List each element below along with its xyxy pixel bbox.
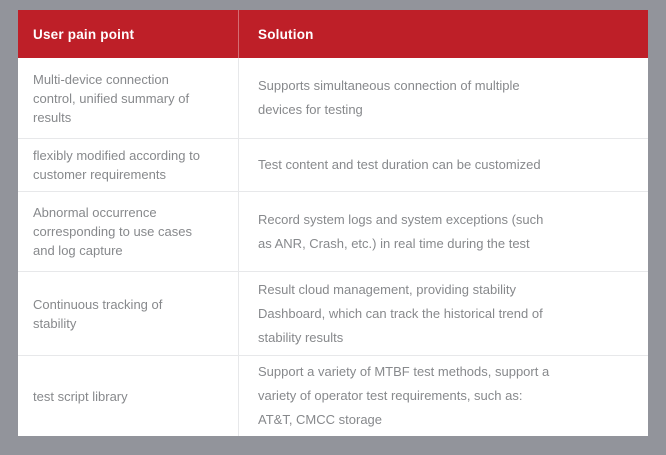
pain-point-cell: Abnormal occurrence corresponding to use… [18,192,239,271]
table-row: Abnormal occurrence corresponding to use… [18,192,648,272]
table-row: flexibly modified according to customer … [18,139,648,192]
pain-point-cell: flexibly modified according to customer … [18,139,239,191]
feature-table: User pain point Solution Multi-device co… [18,10,648,436]
table-row: test script library Support a variety of… [18,356,648,436]
pain-point-cell: test script library [18,356,239,436]
header-user-pain-point: User pain point [18,10,239,58]
solution-cell: Result cloud management, providing stabi… [258,281,543,345]
table-row: Multi-device connection control, unified… [18,58,648,139]
solution-cell: Record system logs and system exceptions… [258,211,544,251]
pain-point-cell: Multi-device connection control, unified… [18,58,239,138]
solution-cell: Test content and test duration can be cu… [258,157,541,172]
solution-cell: Supports simultaneous connection of mult… [258,78,520,117]
table-row: Continuous tracking of stability Result … [18,272,648,356]
solution-cell: Support a variety of MTBF test methods, … [258,364,550,427]
table-header-row: User pain point Solution [18,10,648,58]
header-solution: Solution [258,26,314,42]
pain-point-cell: Continuous tracking of stability [18,272,239,355]
